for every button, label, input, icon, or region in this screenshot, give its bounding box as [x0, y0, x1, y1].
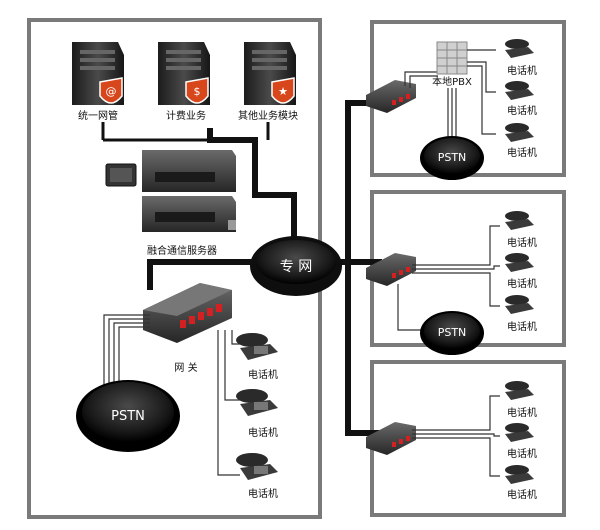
at-sign-icon [99, 77, 123, 104]
gateway-pstn-lines [103, 314, 150, 395]
right-pstn-top-label: PSTN [438, 151, 467, 164]
star-icon [271, 77, 295, 104]
right-pstn-top[interactable]: PSTN [420, 136, 484, 180]
phone-icon [254, 402, 268, 410]
phone-r2-2[interactable] [505, 465, 534, 484]
phone-r2-label-2: 电话机 [507, 488, 537, 501]
phone-r2-label-0: 电话机 [507, 406, 537, 419]
pbx-phone-lines [447, 49, 496, 140]
phone-left-2[interactable] [236, 453, 278, 480]
pbx[interactable] [436, 41, 468, 75]
gateway[interactable] [143, 283, 232, 343]
server-label-0: 统一网管 [78, 109, 118, 122]
server-connectors [101, 122, 270, 142]
left-pstn[interactable]: PSTN [76, 380, 180, 452]
server-label-2: 其他业务模块 [238, 109, 298, 122]
phone-r0-label-2: 电话机 [507, 146, 537, 159]
phone-left-label-0: 电话机 [248, 368, 278, 381]
bottom-lines [412, 395, 500, 477]
server-billing[interactable]: $ [158, 42, 210, 105]
phone-r1-label-0: 电话机 [507, 236, 537, 249]
phone-r0-2[interactable] [505, 123, 534, 142]
fusion-server[interactable] [105, 150, 236, 232]
phone-r2-1[interactable] [505, 423, 534, 442]
server-unified-management[interactable]: @ [72, 42, 124, 105]
phone-r1-label-2: 电话机 [507, 320, 537, 333]
phone-left-1[interactable] [236, 389, 278, 416]
dollar-icon [185, 77, 209, 104]
svg-text:★: ★ [278, 85, 288, 98]
svg-text:$: $ [194, 85, 201, 98]
right-gateway-bottom[interactable] [366, 422, 416, 455]
phone-r1-2[interactable] [505, 295, 534, 314]
middle-lines [397, 225, 500, 331]
phone-r0-1[interactable] [505, 81, 534, 100]
private-network-label: 专 网 [280, 259, 312, 275]
phone-r1-1[interactable] [505, 253, 534, 272]
phone-r2-0[interactable] [505, 381, 534, 400]
gateway-phone-lines [217, 330, 240, 476]
phone-icon [254, 346, 268, 354]
lock-icon [228, 220, 236, 230]
phone-r0-0[interactable] [505, 39, 534, 58]
phone-r2-label-1: 电话机 [507, 447, 537, 460]
fusion-server-label: 融合通信服务器 [147, 244, 217, 257]
phone-left-0[interactable] [236, 333, 278, 360]
right-gateway-top[interactable] [366, 80, 416, 113]
phone-r1-label-1: 电话机 [507, 277, 537, 290]
gateway-label: 网 关 [174, 361, 197, 374]
phone-r0-label-1: 电话机 [507, 104, 537, 117]
phone-left-label-1: 电话机 [248, 426, 278, 439]
server-other-modules[interactable]: ★ [244, 42, 296, 105]
phone-left-label-2: 电话机 [248, 487, 278, 500]
private-network-node[interactable]: 专 网 [250, 236, 342, 296]
phone-r1-0[interactable] [505, 211, 534, 230]
right-gateway-middle[interactable] [366, 253, 416, 286]
svg-text:@: @ [106, 85, 117, 98]
phone-icon [254, 466, 268, 474]
right-pstn-middle[interactable]: PSTN [420, 311, 484, 355]
top-gateway-pbx-lines [404, 71, 438, 88]
server-label-1: 计费业务 [166, 109, 206, 122]
right-pstn-middle-label: PSTN [438, 326, 467, 339]
left-pstn-label: PSTN [111, 409, 145, 424]
phone-r0-label-0: 电话机 [507, 64, 537, 77]
pbx-label: 本地PBX [432, 75, 472, 88]
